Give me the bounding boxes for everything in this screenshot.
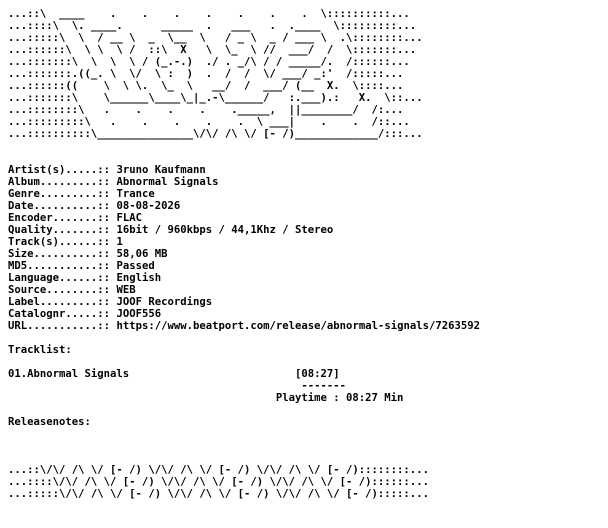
info-label: Track(s)......:: [8, 236, 111, 248]
releasenotes-heading: Releasenotes: [8, 416, 91, 428]
info-label: Date..........:: [8, 200, 111, 212]
info-value: 1 [116, 236, 123, 248]
info-value: FLAC [116, 212, 142, 224]
track-underline: ------- [8, 380, 347, 392]
spacer [8, 356, 608, 368]
info-value: https://www.beatport.com/release/abnorma… [116, 320, 480, 332]
info-row-genre: Genre.........:: Trance [8, 188, 608, 200]
info-value: JOOF Recordings [116, 296, 213, 308]
info-label: Quality.......:: [8, 224, 111, 236]
info-value: 58,06 MB [116, 248, 168, 260]
track-line: 01.Abnormal Signals [08:27] [8, 368, 340, 380]
info-row-quality: Quality.......:: 16bit / 960kbps / 44,1K… [8, 224, 608, 236]
info-value: Passed [116, 260, 155, 272]
info-label: MD5...........:: [8, 260, 111, 272]
info-value: 08-08-2026 [116, 200, 181, 212]
info-label: Encoder.......:: [8, 212, 111, 224]
info-label: Language......:: [8, 272, 111, 284]
info-value: English [116, 272, 162, 284]
info-row-md5: MD5...........:: Passed [8, 260, 608, 272]
info-label: Size..........:: [8, 248, 111, 260]
spacer [8, 452, 608, 464]
info-value: WEB [116, 284, 136, 296]
info-row-catalognr: Catalognr.....:: JOOF556 [8, 308, 608, 320]
info-value: Abnormal Signals [116, 176, 219, 188]
spacer [8, 140, 608, 152]
info-row-date: Date..........:: 08-08-2026 [8, 200, 608, 212]
spacer [8, 440, 608, 452]
info-row-url: URL...........:: https://www.beatport.co… [8, 320, 608, 332]
spacer [8, 428, 608, 440]
release-info-block: Artist(s).....:: 3runo Kaufmann Album...… [8, 164, 608, 332]
info-row-source: Source........:: WEB [8, 284, 608, 296]
info-value: Trance [116, 188, 155, 200]
spacer [8, 152, 608, 164]
info-value: JOOF556 [116, 308, 162, 320]
tracklist-heading: Tracklist: [8, 344, 72, 356]
info-row-artist: Artist(s).....:: 3runo Kaufmann [8, 164, 608, 176]
info-label: Artist(s).....:: [8, 164, 111, 176]
playtime-line: Playtime : 08:27 Min [8, 392, 404, 404]
info-row-label: Label.........:: JOOF Recordings [8, 296, 608, 308]
info-value: 3runo Kaufmann [116, 164, 206, 176]
ascii-art-banner: ...::\ ____ . . . . . . . \::::::::::...… [8, 8, 423, 140]
info-row-album: Album.........:: Abnormal Signals [8, 176, 608, 188]
info-label: URL...........:: [8, 320, 111, 332]
info-row-language: Language......:: English [8, 272, 608, 284]
info-label: Genre.........:: [8, 188, 111, 200]
info-label: Album.........:: [8, 176, 111, 188]
spacer [8, 332, 608, 344]
info-value: 16bit / 960kbps / 44,1Khz / Stereo [116, 224, 334, 236]
info-row-encoder: Encoder.......:: FLAC [8, 212, 608, 224]
info-label: Catalognr.....:: [8, 308, 111, 320]
nfo-document: ...::\ ____ . . . . . . . \::::::::::...… [8, 8, 608, 528]
spacer [8, 404, 608, 416]
info-label: Source........:: [8, 284, 111, 296]
info-label: Label.........:: [8, 296, 111, 308]
info-row-size: Size..........:: 58,06 MB [8, 248, 608, 260]
ascii-art-footer: ...::\/\/ /\ \/ [- /) \/\/ /\ \/ [- /) \… [8, 464, 429, 500]
info-row-tracks: Track(s)......:: 1 [8, 236, 608, 248]
